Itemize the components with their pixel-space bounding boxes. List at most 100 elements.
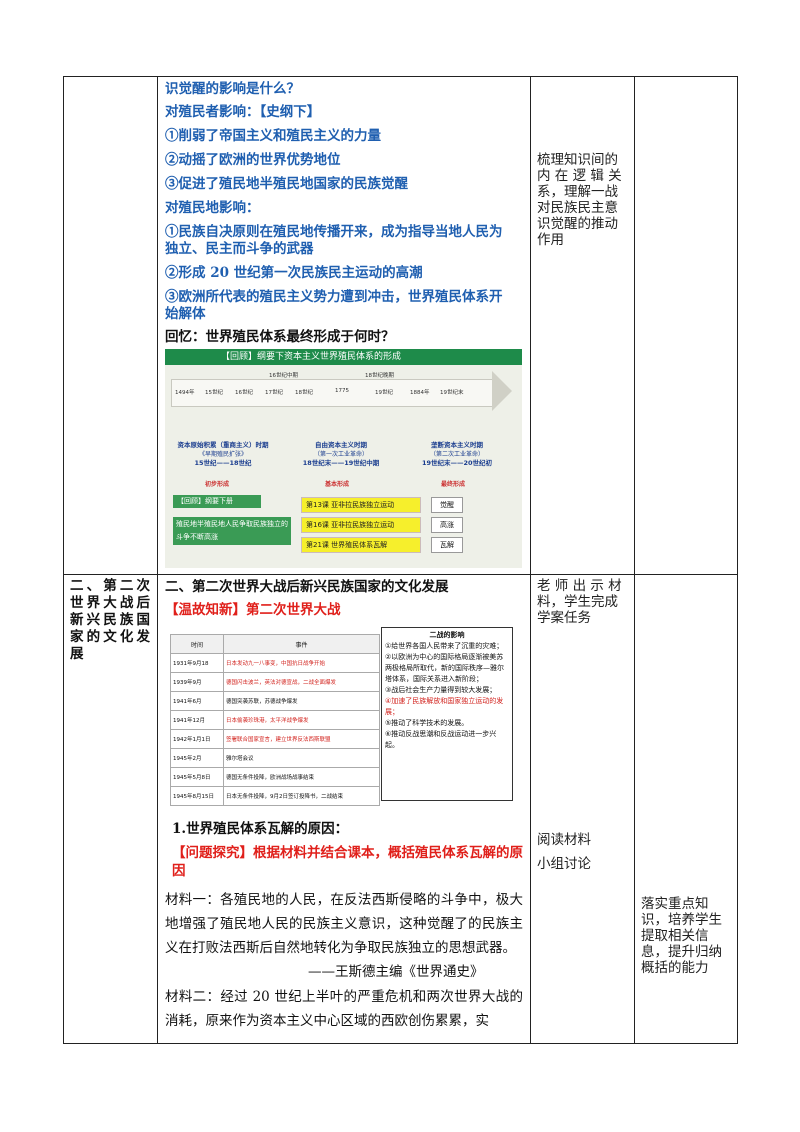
colonizer-heading: 对殖民者影响：【史纲下】 [165,104,321,120]
note-line: 小组讨论 [537,856,591,872]
effect-item: ⑤推动了科学技术的发展。 [385,719,469,727]
colony-point-3b: 始解体 [165,306,206,322]
material-1: 材料一：各殖民地的人民，在反法西斯侵略的斗争中，极大地增强了殖民地人民的民族主义… [165,892,523,956]
lesson-tag: 觉醒 [431,497,463,513]
event-time: 1941年12月 [170,710,224,730]
timeline-arrow [492,371,512,411]
col-border-right [737,76,738,1044]
effect-item: ④加速了民族解放和国家独立运动的发展； [385,697,504,716]
period-label: 18世纪晚期 [365,373,394,379]
lesson-tag: 高涨 [431,517,463,533]
material-2: 材料二：经过 20 世纪上半叶的严重危机和两次世界大战的消耗，原来作为资本主义中… [165,989,523,1029]
table-header-row: 时间 事件 [170,634,380,654]
colony-point-3a: ③欧洲所代表的殖民主义势力遭到冲击，世界殖民体系开 [165,289,503,305]
header-event: 事件 [223,634,380,654]
note-line: 料，学生完成 [537,594,618,610]
note-line: 老 师 出 示 材 [537,578,622,594]
inquiry-tag: 【问题探究】 [172,845,253,861]
stage-sub: 《早期殖民扩张》 [198,451,247,458]
colony-heading: 对殖民地影响： [165,200,260,216]
intro-line: 识觉醒的影响是什么？ [165,81,300,97]
timeline-bar [171,379,493,407]
event-text: 德国无条件投降，欧洲战场战事结束 [223,767,380,787]
colony-point-1b: 独立、民主而斗争的武器 [165,241,314,257]
review-box: 殖民地半殖民地人民争取民族独立的斗争不断高涨 [173,517,291,545]
effect-item: ①给世界各国人民带来了沉重的灾难； [385,642,504,650]
table-bottom-border [63,1043,738,1044]
event-time: 1931年9月18 [170,653,224,673]
event-text: 日本发动九一八事变，中国抗日战争开始 [223,653,380,673]
colony-point-2: ②形成 20 世纪第一次民族民主运动的高潮 [165,265,423,281]
timeline-point: 17世纪 [265,390,283,396]
stage-name: 自由资本主义时期 [315,441,367,449]
review-heading: 【温故知新】第二次世界大战 [165,601,341,619]
note-line: 提取相关信 [641,928,709,944]
event-time: 1945年2月 [170,748,224,768]
lesson-tag: 瓦解 [431,537,463,553]
stage-3: 垄断资本主义时期 （第二次工业革命） 19世纪末——20世纪初 [403,441,511,479]
goal-note: 落实重点知 识，培养学生 提取相关信 息，提升归纳 概括的能力 [641,896,722,976]
note-line: 系，理解一战 [537,184,618,200]
event-text: 签署联合国家宣言，建立世界反法西斯联盟 [223,729,380,749]
table-row: 1945年8月15日日本无条件投降，9月2日签订投降书，二战结束 [170,786,380,806]
stage-sub: （第一次工业革命） [313,451,368,458]
col-border-1 [157,76,158,1044]
stage-tag: 基本形成 [325,481,350,488]
note-line: 对民族民主意 [537,200,618,216]
note-line: 梳理知识间的 [537,152,618,168]
timeline-point: 1494年 [175,390,195,396]
teaching-note-3: 阅读材料 小组讨论 [537,828,591,876]
table-row: 1939年9月德国闪击波兰，英法对德宣战，二战全面爆发 [170,672,380,692]
timeline-point: 18世纪 [295,390,313,396]
note-line: 作用 [537,232,564,248]
event-time: 1942年1月1日 [170,729,224,749]
inquiry-line: 【问题探究】根据材料并结合课本，概括殖民体系瓦解的原因 [172,844,524,880]
lesson-21: 第21课 世界殖民体系瓦解 [301,537,421,553]
table-row: 1941年6月德国突袭苏联，苏德战争爆发 [170,691,380,711]
event-text: 德国闪击波兰，英法对德宣战，二战全面爆发 [223,672,380,692]
review-label: 【回顾】纲要下册 [173,495,261,508]
event-time: 1941年6月 [170,691,224,711]
ww2-effects-box: 二战的影响 ①给世界各国人民带来了沉重的灾难； ②以欧洲为中心的国际格局逐渐被美苏… [381,627,513,801]
timeline-point: 15世纪 [205,390,223,396]
stage-range: 15世纪——18世纪 [194,459,252,467]
effects-title: 二战的影响 [429,631,465,639]
note-line: 内 在 逻 辑 关 [537,168,622,184]
note-line: 概括的能力 [641,960,709,976]
lesson-13: 第13课 亚非拉民族独立运动 [301,497,421,513]
stage-1: 资本原始积累（重商主义）时期 《早期殖民扩张》 15世纪——18世纪 [169,441,277,479]
timeline-point: 16世纪 [235,390,253,396]
col-border-left [63,76,64,1044]
event-time: 1945年8月15日 [170,786,224,806]
stage-range: 18世纪末——19世纪中期 [302,459,380,467]
recall-question: 回忆：世界殖民体系最终形成于何时？ [165,329,395,345]
note-line: 落实重点知 [641,896,709,912]
colonial-system-figure: 【回顾】纲要下资本主义世界殖民体系的形成 16世纪中期 18世纪晚期 1494年… [165,349,522,568]
timeline-point: 1884年 [410,390,430,396]
event-time: 1939年9月 [170,672,224,692]
material-1-source: ——王斯德主编《世界通史》 [308,964,484,980]
row-divider [63,574,738,575]
col-border-3 [634,76,635,1044]
note-line: 学案任务 [537,610,591,626]
inquiry-text: 根据材料并结合课本，概括殖民体系瓦解的原因 [172,845,523,879]
timeline-point: 19世纪 [375,390,393,396]
note-line: 识觉醒的推动 [537,216,618,232]
colony-point-1a: ①民族自决原则在殖民地传播开来，成为指导当地人民为 [165,224,503,240]
review-title: 第二次世界大战 [246,602,341,618]
note-line: 识，培养学生 [641,912,722,928]
timeline-point: 19世纪末 [440,390,464,396]
effect-item: ②以欧洲为中心的国际格局逐渐被美苏两极格局所取代，新的国际秩序—雅尔塔体系，国际… [385,653,504,683]
note-line: 阅读材料 [537,832,591,848]
header-time: 时间 [170,634,224,654]
lesson-16: 第16课 亚非拉民族独立运动 [301,517,421,533]
stage-tag: 最终形成 [441,481,466,488]
period-label: 16世纪中期 [269,373,298,379]
colonizer-point-3: ③促进了殖民地半殖民地国家的民族觉醒 [165,176,408,192]
col-border-2 [530,76,531,1044]
event-text: 雅尔塔会议 [223,748,380,768]
colonizer-point-2: ②动摇了欧洲的世界优势地位 [165,152,341,168]
review-tag: 【温故知新】 [165,602,246,618]
